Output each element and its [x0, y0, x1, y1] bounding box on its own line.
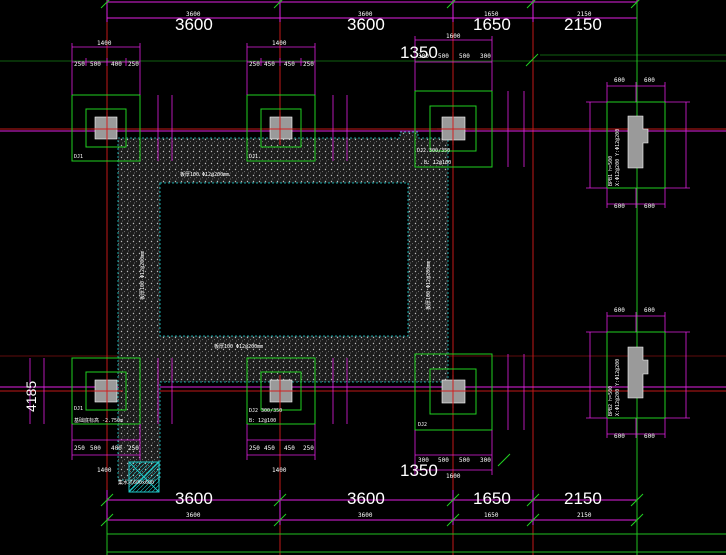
- footing-width-top-2: 1400: [272, 40, 287, 47]
- bay-small-top-1: 3600: [186, 11, 201, 18]
- label-dj1-bottom: DJ1: [74, 406, 83, 412]
- detail-a-dim-bot-l: 600: [614, 203, 625, 210]
- seg-c-1: 500: [438, 53, 449, 60]
- label-slab-left: 板厚100 Φ12@200mm: [139, 251, 146, 300]
- label-slab-top: 板厚100 Φ12@200mm: [180, 171, 229, 178]
- seg-e-2: 450: [284, 445, 295, 452]
- seg-f-2: 500: [459, 457, 470, 464]
- detail-b-dim-top-l: 600: [614, 307, 625, 314]
- seg-d-1: 500: [90, 445, 101, 452]
- bay-dim-bottom-4: 2150: [564, 489, 602, 508]
- bay-dim-top-1: 3600: [175, 15, 213, 34]
- label-dj2-rebar-bottom: B: 12@100: [249, 418, 276, 424]
- footing-top-1: [71, 94, 141, 162]
- footing-top-3: [414, 90, 493, 168]
- label-slab-bottom: 板厚100 Φ12@200mm: [214, 343, 263, 350]
- tick-slashes: [100, 0, 644, 527]
- detail-section-b: [586, 312, 690, 438]
- seg-a-0: 250: [74, 61, 85, 68]
- footing-width-bottom-3: 1600: [446, 473, 461, 480]
- seg-f-0: 300: [418, 457, 429, 464]
- footing-bottom-3: [414, 353, 493, 431]
- sump-pit: [128, 461, 160, 493]
- bay-dim-bottom-2: 3600: [347, 489, 385, 508]
- bay-small-bottom-3: 1650: [484, 512, 499, 519]
- bay-dim-top-2: 3600: [347, 15, 385, 34]
- footing-bottom-2: [246, 357, 316, 425]
- bay-dim-bottom-3: 1650: [473, 489, 511, 508]
- footing-top-2: [246, 94, 316, 162]
- label-detail-b1: BPB2 h=500: [608, 386, 614, 416]
- label-dj2-note: DJ2 300/350: [417, 148, 450, 154]
- seg-d-3: 250: [128, 445, 139, 452]
- bay-small-bottom-4: 2150: [577, 512, 592, 519]
- detail-b-dim-top-r: 600: [644, 307, 655, 314]
- left-vertical-label: 4185: [23, 381, 39, 412]
- seg-b-1: 450: [264, 61, 275, 68]
- label-dj2-rebar: B: 12@100: [424, 160, 451, 166]
- bay-dim-top-4: 2150: [564, 15, 602, 34]
- label-dj1-top: DJ1: [74, 154, 83, 160]
- detail-section-a: [586, 82, 690, 208]
- label-dj1-top-2: DJ1: [249, 154, 258, 160]
- label-detail-a2: X:Φ12@200 Y:Φ12@200: [615, 129, 621, 186]
- seg-d-0: 250: [74, 445, 85, 452]
- seg-a-2: 400: [111, 61, 122, 68]
- bay-small-top-3: 1650: [484, 11, 499, 18]
- detail-b-dim-bot-r: 600: [644, 433, 655, 440]
- footing-width-top-3: 1600: [446, 33, 461, 40]
- bay-small-top-2: 3600: [358, 11, 373, 18]
- seg-b-2: 450: [284, 61, 295, 68]
- detail-a-dim-top-l: 600: [614, 77, 625, 84]
- dim-1350-bottom: 1350: [400, 461, 438, 480]
- bay-small-top-4: 2150: [577, 11, 592, 18]
- label-detail-b2: X:Φ12@200 Y:Φ12@200: [615, 359, 621, 416]
- seg-c-3: 300: [480, 53, 491, 60]
- label-elev: 基础底标高 -2.750m: [74, 417, 123, 424]
- footing-width-bottom-1: 1400: [97, 467, 112, 474]
- seg-a-3: 250: [128, 61, 139, 68]
- seg-b-3: 250: [303, 61, 314, 68]
- slab-opening: [159, 182, 409, 337]
- footing-bottom-1: [71, 357, 141, 425]
- seg-f-3: 300: [480, 457, 491, 464]
- footing-width-bottom-2: 1400: [272, 467, 287, 474]
- seg-b-0: 250: [249, 61, 260, 68]
- footing-dimension-ticks: [29, 36, 525, 475]
- seg-e-0: 250: [249, 445, 260, 452]
- label-detail-a1: BPB1 h=500: [608, 156, 614, 186]
- label-dj2-bottom: DJ2 300/350: [249, 408, 282, 414]
- footing-width-top-1: 1400: [97, 40, 112, 47]
- label-pit: 集水坑600x600: [118, 479, 154, 486]
- seg-e-3: 250: [303, 445, 314, 452]
- seg-e-1: 450: [264, 445, 275, 452]
- label-dj2-bottom-right: DJ2: [418, 422, 427, 428]
- seg-d-2: 400: [111, 445, 122, 452]
- dim-1350-top: 1350: [400, 43, 438, 62]
- seg-f-1: 500: [438, 457, 449, 464]
- bay-small-bottom-1: 3600: [186, 512, 201, 519]
- seg-c-0: 300: [418, 53, 429, 60]
- bay-dim-top-3: 1650: [473, 15, 511, 34]
- top-dimension-lines: [0, 0, 726, 388]
- bay-dim-bottom-1: 3600: [175, 489, 213, 508]
- seg-a-1: 500: [90, 61, 101, 68]
- label-slab-right: 板厚100 Φ12@200mm: [425, 261, 432, 310]
- bay-small-bottom-2: 3600: [358, 512, 373, 519]
- detail-a-dim-bot-r: 600: [644, 203, 655, 210]
- detail-b-dim-bot-l: 600: [614, 433, 625, 440]
- seg-c-2: 500: [459, 53, 470, 60]
- detail-a-dim-top-r: 600: [644, 77, 655, 84]
